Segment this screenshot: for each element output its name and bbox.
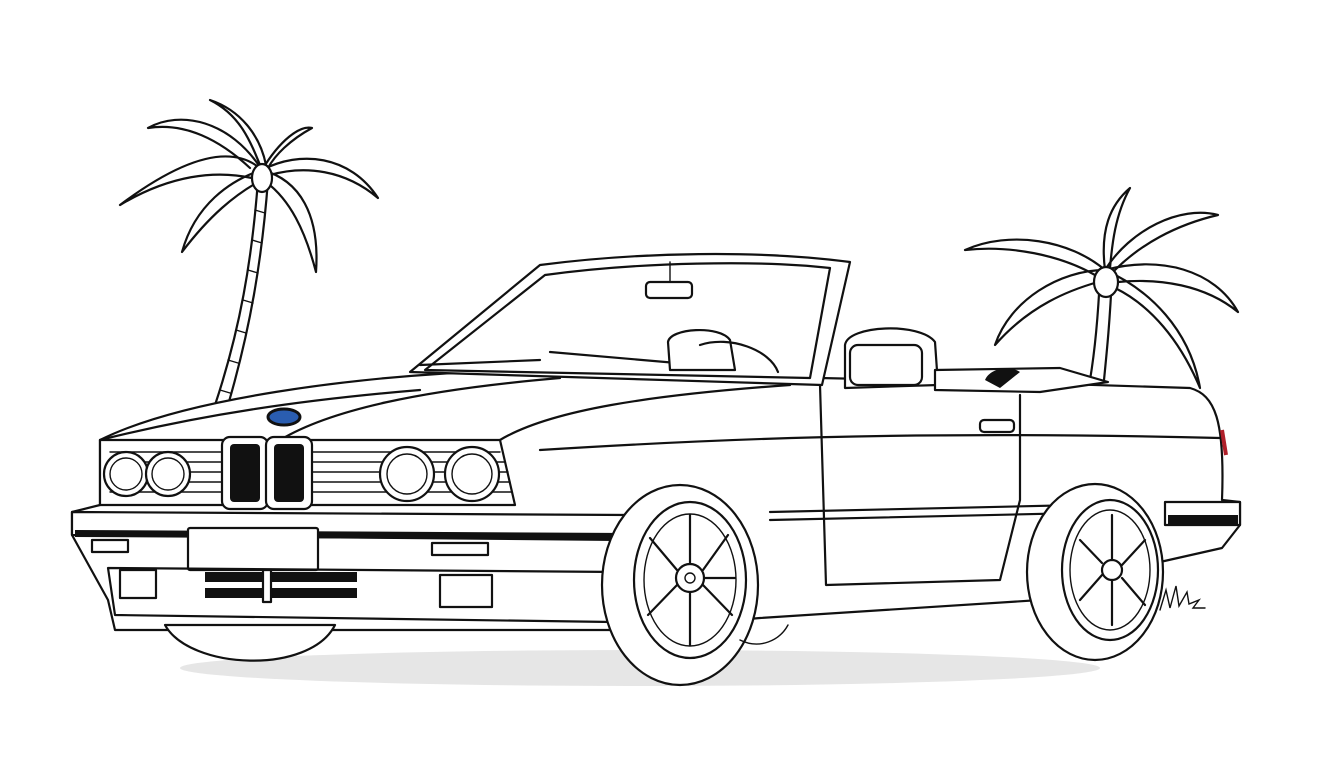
- hood-badge: [266, 407, 302, 427]
- palm-tree-right: [963, 186, 1240, 390]
- rear-wheel: [1025, 482, 1165, 662]
- front-wheel: [163, 483, 789, 687]
- convertible-car: [70, 252, 1242, 687]
- taillight: [1220, 429, 1228, 456]
- license-plate: [186, 526, 320, 572]
- palm-tree-left: [118, 98, 380, 407]
- grass-tuft: [1159, 585, 1206, 611]
